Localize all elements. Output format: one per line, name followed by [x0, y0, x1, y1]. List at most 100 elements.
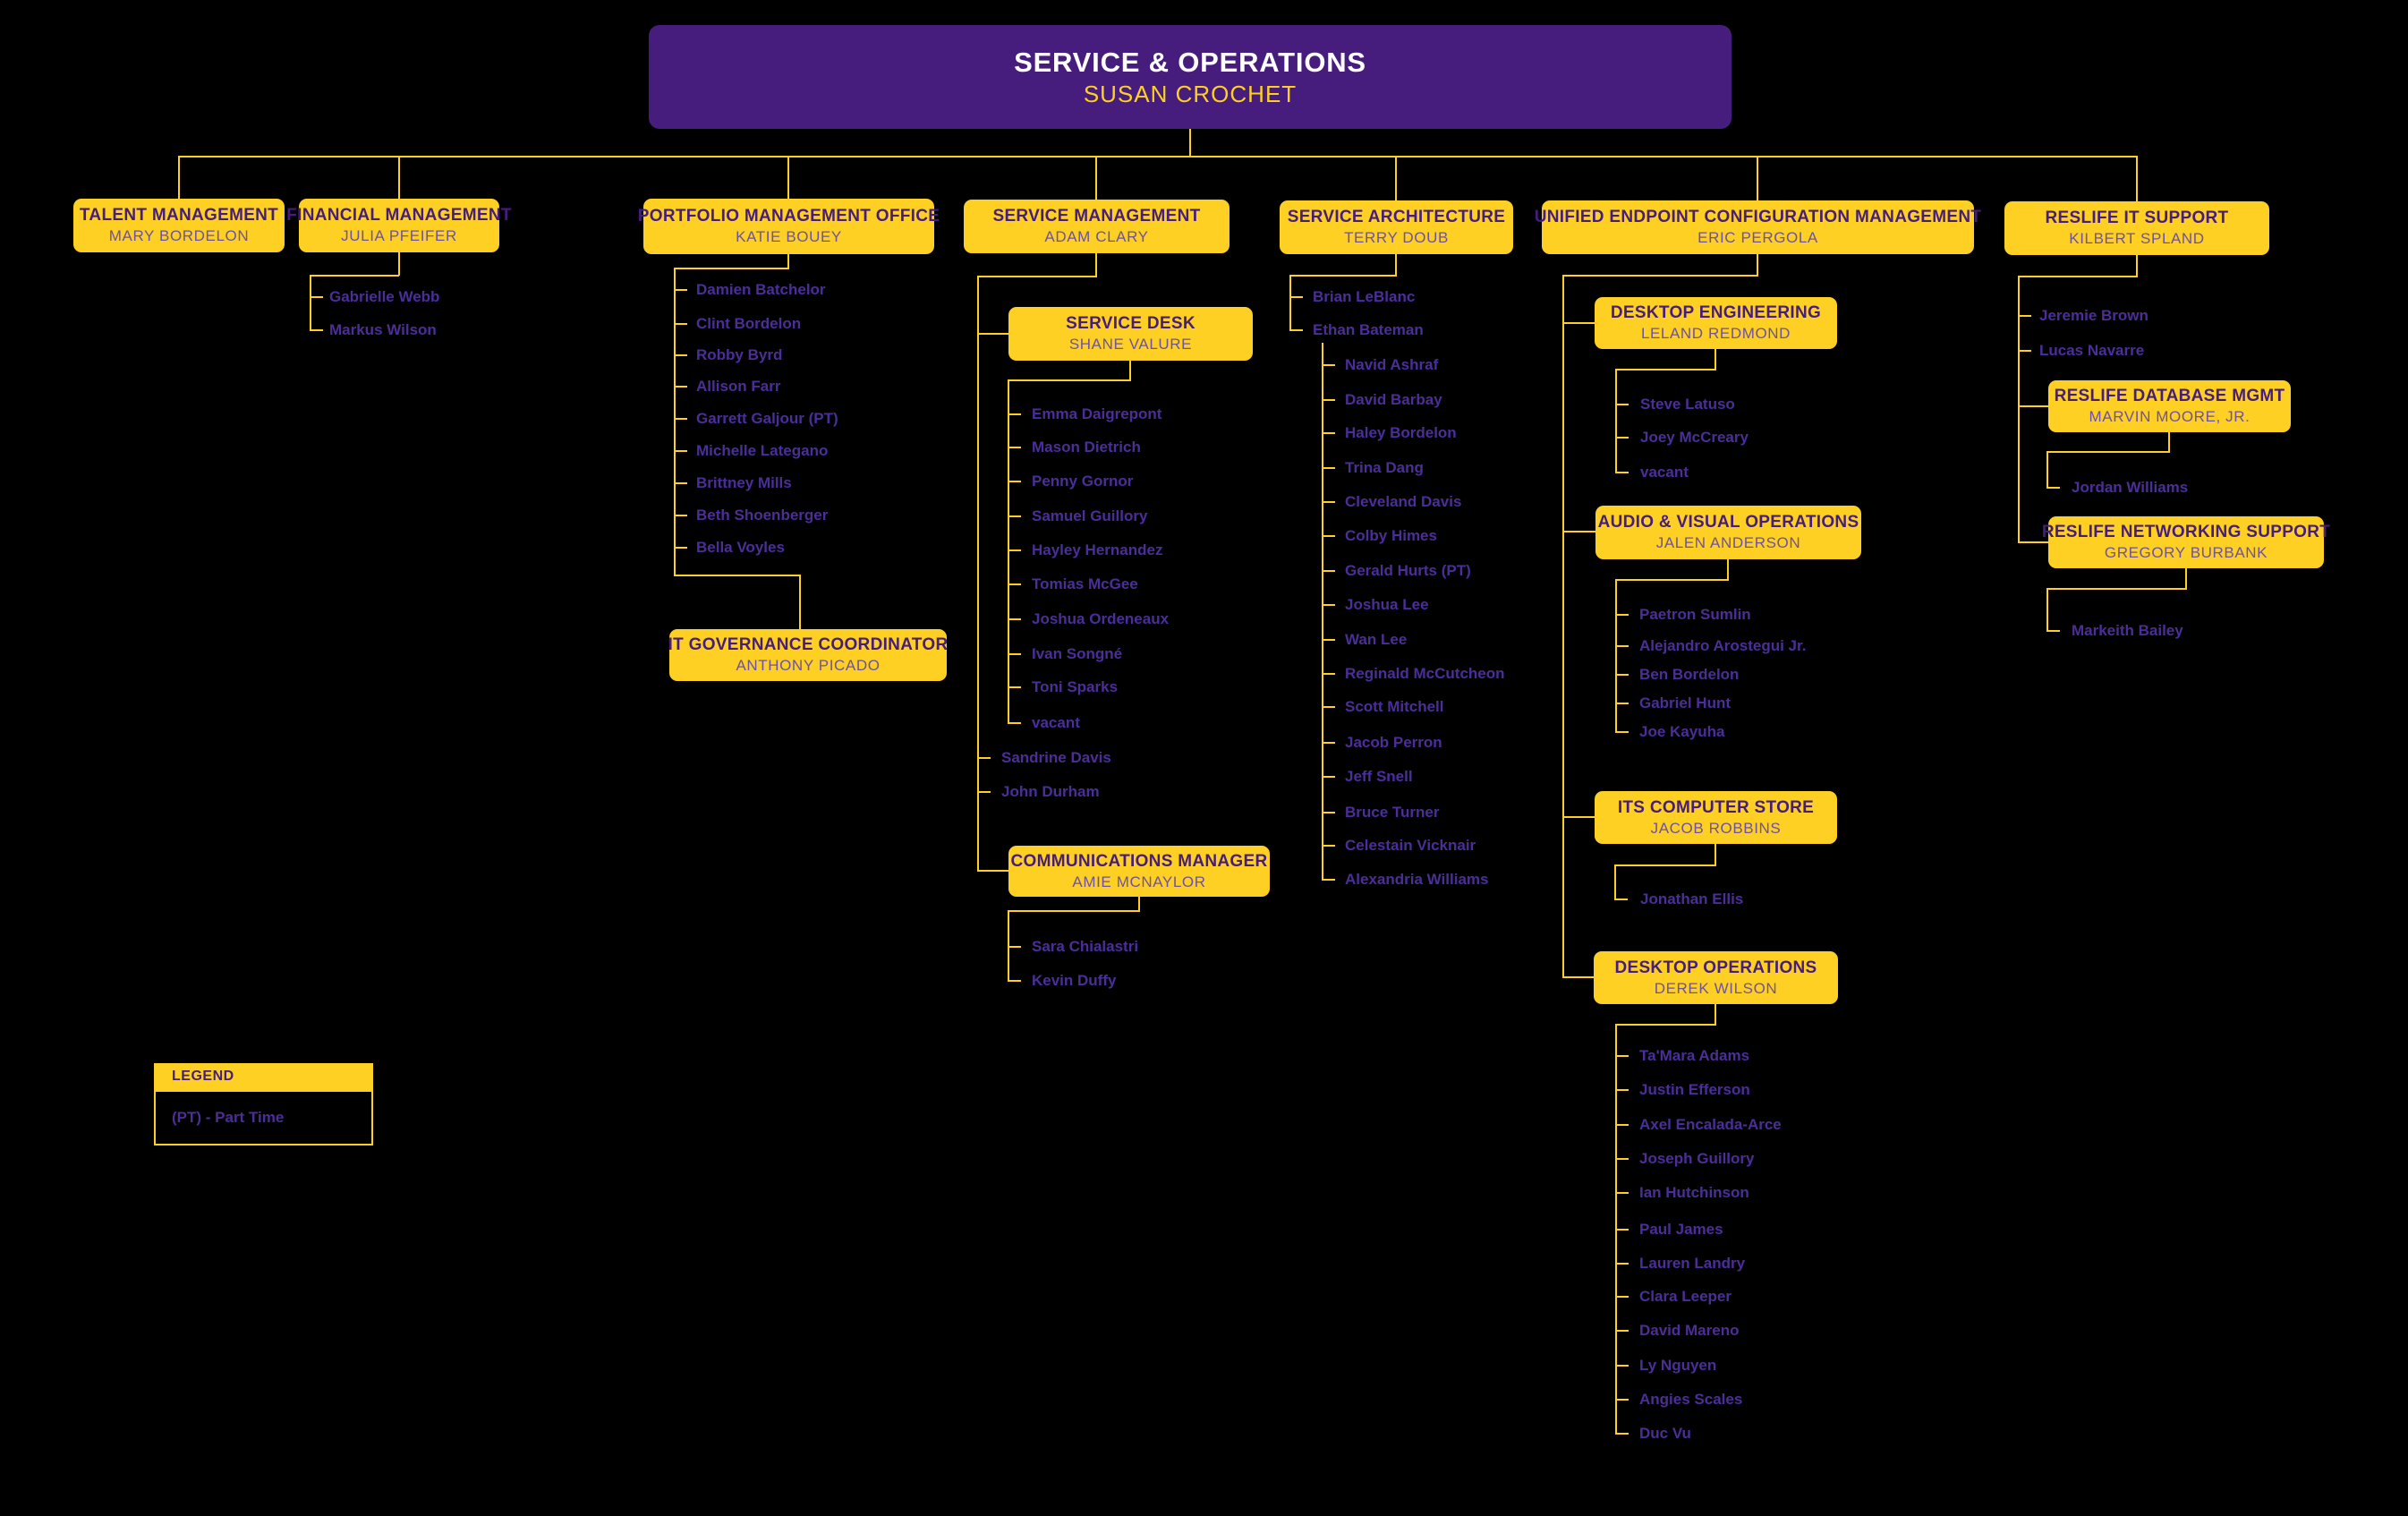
person-name: Jonathan Ellis [1640, 890, 1744, 907]
person-name: Jacob Perron [1345, 734, 1442, 751]
connector-line [674, 450, 687, 452]
connector-line [1727, 559, 1729, 581]
connector-line [2046, 589, 2048, 632]
person-name: Markeith Bailey [2072, 622, 2183, 639]
connector-line [1562, 276, 1564, 978]
dept-person: ERIC PERGOLA [1698, 229, 1818, 246]
root-person: SUSAN CROCHET [1083, 80, 1298, 107]
connector-line [1322, 604, 1335, 606]
connector-line [310, 276, 311, 331]
dept-person: AMIE MCNAYLOR [1072, 873, 1206, 890]
connector-line [1129, 361, 1131, 381]
dept-box-reslife-networking-support: RESLIFE NETWORKING SUPPORT GREGORY BURBA… [2042, 516, 2330, 568]
connector-line [1322, 673, 1335, 675]
person-name: vacant [1640, 464, 1689, 481]
dept-box-unified-endpoint-configuration-management: UNIFIED ENDPOINT CONFIGURATION MANAGEMEN… [1535, 200, 1981, 254]
connector-line [1615, 1229, 1629, 1231]
connector-line [674, 575, 801, 576]
connector-line [977, 791, 991, 793]
dept-person: ADAM CLARY [1044, 228, 1149, 245]
dept-person: MARVIN MOORE, JR. [2089, 408, 2251, 425]
person-name: Reginald McCutcheon [1345, 665, 1505, 682]
connector-line [2046, 451, 2170, 453]
person-name: Alexandria Williams [1345, 871, 1489, 888]
connector-line [674, 289, 687, 291]
connector-line [1008, 481, 1021, 482]
connector-line [977, 276, 1097, 277]
connector-line [674, 482, 687, 484]
person-name: Celestain Vicknair [1345, 837, 1476, 854]
dept-title: RESLIFE DATABASE MGMT [2054, 387, 2285, 405]
person-name: Cleveland Davis [1345, 493, 1462, 510]
connector-line [2018, 350, 2031, 352]
connector-line [1322, 706, 1335, 708]
connector-line [1322, 343, 1323, 881]
connector-line [310, 329, 323, 331]
person-name: Navid Ashraf [1345, 356, 1439, 373]
person-name: Lucas Navarre [2039, 342, 2145, 359]
dept-person: LELAND REDMOND [1640, 325, 1791, 342]
dept-title: PORTFOLIO MANAGEMENT OFFICE [637, 207, 940, 226]
person-name: Markus Wilson [329, 321, 437, 338]
dept-person: JACOB ROBBINS [1650, 819, 1782, 837]
person-name: Ta'Mara Adams [1639, 1047, 1750, 1064]
connector-line [1322, 879, 1335, 881]
connector-line [1757, 156, 1758, 200]
connector-line [1322, 364, 1335, 366]
person-name: Gabrielle Webb [329, 288, 440, 305]
person-name: Kevin Duffy [1032, 972, 1117, 989]
connector-line [1008, 946, 1021, 948]
person-name: Duc Vu [1639, 1425, 1691, 1442]
dept-box-service-architecture: SERVICE ARCHITECTURE TERRY DOUB [1280, 200, 1513, 254]
person-name: Axel Encalada-Arce [1639, 1116, 1782, 1133]
connector-line [1715, 349, 1716, 370]
person-name: Alejandro Arostegui Jr. [1639, 637, 1807, 654]
connector-line [1322, 742, 1335, 744]
person-name: Joseph Guillory [1639, 1150, 1755, 1167]
connector-line [1615, 579, 1728, 581]
connector-line [1008, 980, 1021, 982]
dept-person: KATIE BOUEY [736, 228, 842, 245]
connector-line [2046, 452, 2048, 489]
dept-box-reslife-database-mgmt: RESLIFE DATABASE MGMT MARVIN MOORE, JR. [2048, 380, 2291, 432]
connector-line [1615, 731, 1629, 733]
person-name: Gerald Hurts (PT) [1345, 562, 1471, 579]
dept-title: DESKTOP ENGINEERING [1610, 303, 1822, 322]
connector-line [1008, 413, 1021, 415]
connector-line [1615, 369, 1715, 370]
connector-line [1008, 653, 1021, 655]
connector-line [1615, 1365, 1629, 1367]
connector-line [1095, 156, 1097, 200]
person-name: Trina Dang [1345, 459, 1424, 476]
person-name: Steve Latuso [1640, 396, 1735, 413]
dept-person: SHANE VALURE [1068, 336, 1193, 353]
person-name: Justin Efferson [1639, 1081, 1750, 1098]
dept-box-it-governance-coordinator: IT GOVERNANCE COORDINATOR ANTHONY PICADO [668, 629, 948, 681]
connector-line [1189, 129, 1191, 157]
person-name: Samuel Guillory [1032, 507, 1148, 524]
connector-line [1395, 253, 1397, 277]
connector-line [1615, 1399, 1629, 1401]
connector-line [1615, 472, 1629, 473]
dept-title: COMMUNICATIONS MANAGER [1010, 851, 1268, 871]
connector-line [1008, 722, 1021, 724]
dept-box-service-management: SERVICE MANAGEMENT ADAM CLARY [964, 200, 1230, 253]
dept-title: TALENT MANAGEMENT [79, 206, 279, 225]
legend-title: LEGEND [172, 1069, 234, 1084]
connector-line [977, 870, 1010, 872]
dept-box-desktop-engineering: DESKTOP ENGINEERING LELAND REDMOND [1595, 297, 1837, 349]
person-name: Damien Batchelor [696, 281, 826, 298]
connector-line [1614, 899, 1628, 900]
person-name: Joe Kayuha [1639, 723, 1725, 740]
dept-title: UNIFIED ENDPOINT CONFIGURATION MANAGEMEN… [1534, 208, 1982, 226]
connector-line [2168, 432, 2170, 453]
connector-line [1615, 703, 1629, 704]
connector-line [2018, 405, 2050, 407]
person-name: Sara Chialastri [1032, 938, 1139, 955]
connector-line [1008, 618, 1021, 620]
connector-line [1615, 1192, 1629, 1194]
person-name: Michelle Lategano [696, 442, 829, 459]
connector-line [310, 296, 323, 298]
dept-title: RESLIFE IT SUPPORT [2045, 209, 2229, 227]
connector-line [1322, 535, 1335, 537]
